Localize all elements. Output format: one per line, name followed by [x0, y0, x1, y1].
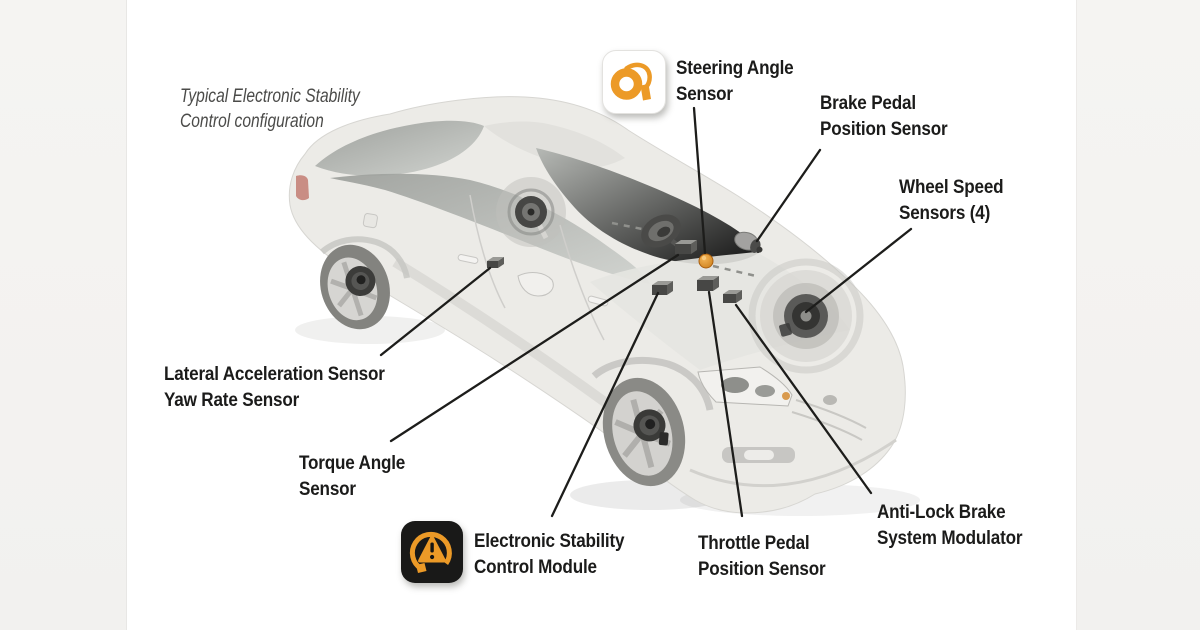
- grille: [791, 399, 867, 441]
- ghost-front-right-wheel: [748, 258, 864, 374]
- label-line: Throttle Pedal: [698, 533, 810, 554]
- leader-esc-module: [550, 291, 660, 518]
- steering-axis-dashes: [611, 221, 757, 278]
- label-line: Sensors (4): [899, 203, 991, 224]
- label-lateral-accel-yaw-rate-sensor: Lateral Acceleration Sensor Yaw Rate Sen…: [164, 362, 385, 414]
- esc-warning-triangle-icon: [409, 531, 452, 573]
- right-gutter-panel: [1076, 0, 1200, 630]
- door-seam-front: [559, 224, 605, 341]
- label-wheel-speed-sensors: Wheel Speed Sensors (4): [899, 175, 1004, 227]
- label-line: Torque Angle: [299, 453, 406, 474]
- leader-throttle-pedal: [707, 290, 744, 518]
- label-throttle-pedal-position-sensor: Throttle Pedal Position Sensor: [698, 531, 826, 583]
- label-line: Brake Pedal: [820, 93, 916, 114]
- side-mirror: [517, 272, 554, 297]
- steering-wheel: [641, 214, 681, 248]
- steering-angle-sensor-dot: [698, 253, 714, 269]
- label-line: Anti-Lock Brake: [877, 502, 1006, 523]
- turn-signal: [782, 392, 790, 400]
- label-line: Sensor: [299, 479, 356, 500]
- label-line: Steering Angle: [676, 58, 794, 79]
- esc-module-icon: [401, 521, 463, 583]
- sensor-door-lateral-accel: [487, 257, 504, 268]
- sensor-abs-modulator-box: [723, 290, 742, 303]
- label-line: Wheel Speed: [899, 177, 1004, 198]
- front-left-wheel: [602, 377, 686, 487]
- caption-line-1: Typical Electronic Stability: [180, 86, 360, 107]
- fog-light: [744, 450, 774, 460]
- label-abs-modulator: Anti-Lock Brake System Modulator: [877, 500, 1023, 552]
- leader-abs-modulator: [734, 303, 873, 495]
- leader-lateral-yaw: [379, 266, 492, 357]
- door-seam-rear: [469, 194, 506, 309]
- label-line: System Modulator: [877, 528, 1023, 549]
- leader-brake-pedal: [755, 148, 822, 243]
- front-wheel-arch: [591, 356, 714, 411]
- rear-window-glass: [315, 120, 484, 176]
- clock-spring-rotation-icon: [610, 62, 652, 101]
- steering-angle-sensor-icon: [602, 50, 666, 114]
- sensor-esc-module-box: [652, 281, 673, 295]
- caption-line-2: Control configuration: [180, 111, 324, 132]
- bumper-crease: [689, 438, 897, 488]
- label-line: Electronic Stability: [474, 531, 625, 552]
- car-roof: [484, 121, 625, 169]
- grille-emblem: [823, 395, 837, 405]
- leader-lines: [379, 106, 913, 518]
- sensor-throttle-box: [697, 276, 719, 291]
- ghost-rear-right-wheel: [496, 177, 566, 247]
- label-line: Position Sensor: [820, 119, 948, 140]
- rear-left-wheel: [320, 244, 390, 330]
- label-line: Lateral Acceleration Sensor: [164, 364, 385, 385]
- label-esc-module: Electronic Stability Control Module: [474, 529, 625, 581]
- leader-torque-angle: [389, 253, 680, 443]
- label-line: Sensor: [676, 84, 733, 105]
- label-line: Control Module: [474, 557, 597, 578]
- leader-steering-angle: [692, 106, 707, 255]
- sensor-steering-column-box: [675, 240, 697, 254]
- label-steering-angle-sensor: Steering Angle Sensor: [676, 56, 794, 108]
- leader-wheel-speed: [804, 227, 913, 314]
- rear-wheel-arch: [320, 236, 410, 279]
- left-gutter-panel: [0, 0, 127, 630]
- label-brake-pedal-position-sensor: Brake Pedal Position Sensor: [820, 91, 948, 143]
- label-line: Yaw Rate Sensor: [164, 390, 300, 411]
- diagram-caption: Typical Electronic Stability Control con…: [180, 84, 360, 134]
- fuel-door: [362, 213, 378, 229]
- sensor-brake-pedal-cylinder: [734, 231, 763, 253]
- label-torque-angle-sensor: Torque Angle Sensor: [299, 451, 405, 503]
- label-line: Position Sensor: [698, 559, 826, 580]
- taillight: [296, 175, 309, 201]
- door-handle-rear: [457, 254, 479, 264]
